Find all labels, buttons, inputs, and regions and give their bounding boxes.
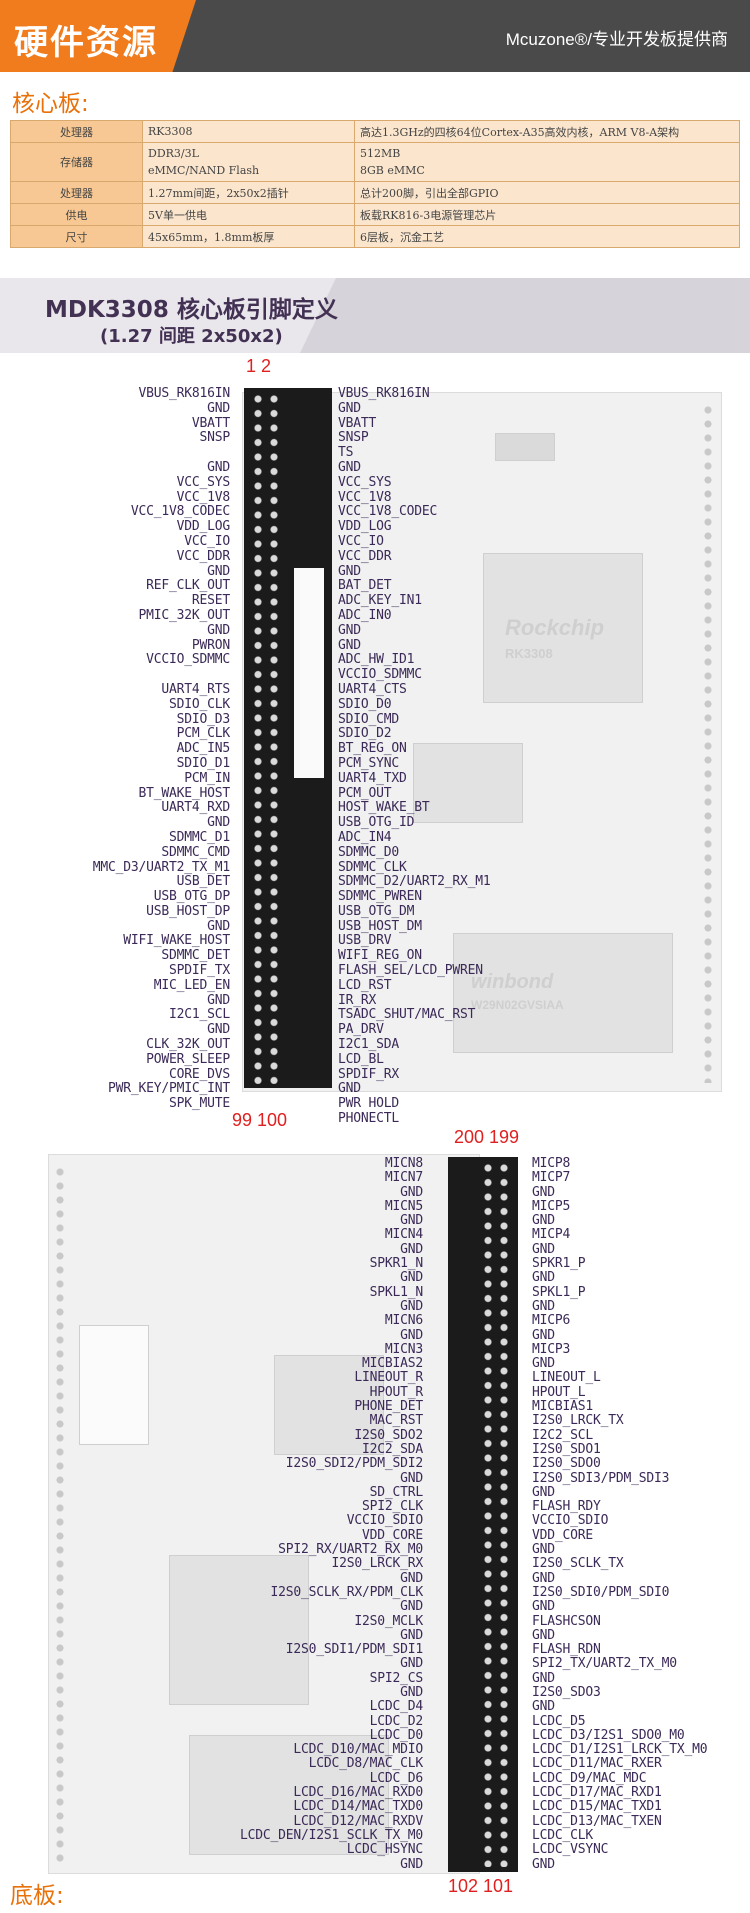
spec-value: RK3308 (142, 120, 355, 143)
core-board-heading: 核心板: (12, 91, 89, 117)
page-title: 硬件资源 (14, 23, 158, 63)
spec-value: 1.27mm间距，2x50x2插针 (142, 181, 355, 204)
edge-pads (701, 403, 715, 1083)
table-row: 供电 5V单一供电 板载RK816-3电源管理芯片 (10, 203, 740, 226)
pin-header-1 (244, 388, 332, 1088)
edge-pads (53, 1165, 67, 1865)
module-shield (79, 1325, 149, 1445)
header-bar: 硬件资源 Mcuzone®/专业开发板提供商 (0, 0, 750, 72)
spec-category: 存储器 (10, 142, 143, 182)
table-row: 处理器 RK3308 高达1.3GHz的四核64位Cortex-A35高效内核，… (10, 120, 740, 143)
header-tab (0, 0, 196, 72)
spec-category: 供电 (10, 203, 143, 226)
pin-number-top: 1 2 (246, 356, 272, 376)
battery-connector (495, 433, 555, 461)
spec-detail: 6层板，沉金工艺 (354, 225, 740, 248)
header-silkscreen (294, 568, 324, 778)
pinout-title: MDK3308 核心板引脚定义 (45, 297, 338, 323)
ddr-chip (413, 743, 523, 823)
brand-slogan: Mcuzone®/专业开发板提供商 (505, 30, 728, 49)
header1-left-labels: VBUS_RK816IN GND VBATT SNSP GND VCC_SYS … (92, 386, 230, 1112)
pin-array (480, 1161, 512, 1867)
core-board-image-back (48, 1154, 480, 1874)
spec-table: 处理器 RK3308 高达1.3GHz的四核64位Cortex-A35高效内核，… (10, 120, 740, 248)
header2-left-labels: MICN8 MICN7 GND MICN5 GND MICN4 GND SPKR… (239, 1156, 423, 1872)
spec-value: 5V单一供电 (142, 203, 355, 226)
pin-number-bottom: 99 100 (232, 1110, 288, 1130)
spec-detail: 512MB 8GB eMMC (354, 142, 740, 182)
header1-right-labels: VBUS_RK816IN GND VBATT SNSP TS GND VCC_S… (338, 386, 491, 1127)
soc-chip (483, 553, 643, 703)
soc-chip-back (274, 1355, 384, 1455)
ddr-chip-back (169, 1555, 309, 1705)
spec-value: 45x65mm，1.8mm板厚 (142, 225, 355, 248)
pinout-title-decoration (300, 278, 750, 353)
soc-model-mark: RK3308 (505, 646, 553, 661)
spec-category: 处理器 (10, 181, 143, 204)
table-row: 存储器 DDR3/3L eMMC/NAND Flash 512MB 8GB eM… (10, 142, 740, 182)
flash-chip (453, 933, 673, 1053)
table-row: 处理器 1.27mm间距，2x50x2插针 总计200脚，引出全部GPIO (10, 181, 740, 204)
flash-brand-mark: winbond (471, 971, 554, 993)
pin-number-bottom-2: 102 101 (448, 1876, 514, 1896)
header2-right-labels: MICP8 MICP7 GND MICP5 GND MICP4 GND SPKR… (532, 1156, 708, 1872)
spec-category: 尺寸 (10, 225, 143, 248)
pin-array (250, 392, 282, 1084)
spec-detail: 高达1.3GHz的四核64位Cortex-A35高效内核，ARM V8-A架构 (354, 120, 740, 143)
pin-header-2 (448, 1157, 518, 1872)
spec-detail: 总计200脚，引出全部GPIO (354, 181, 740, 204)
pinout-subtitle: (1.27 间距 2x50x2) (100, 326, 283, 347)
soc-brand-mark: Rockchip (505, 615, 605, 640)
spec-category: 处理器 (10, 120, 143, 143)
pin-number-top-2: 200 199 (454, 1127, 520, 1147)
spec-value: DDR3/3L eMMC/NAND Flash (142, 142, 355, 182)
flash-model-mark: W29N02GVSIAA (471, 998, 564, 1012)
base-board-heading: 底板: (10, 1883, 64, 1909)
table-row: 尺寸 45x65mm，1.8mm板厚 6层板，沉金工艺 (10, 225, 740, 248)
spec-detail: 板载RK816-3电源管理芯片 (354, 203, 740, 226)
flash-chip-back (189, 1735, 389, 1855)
